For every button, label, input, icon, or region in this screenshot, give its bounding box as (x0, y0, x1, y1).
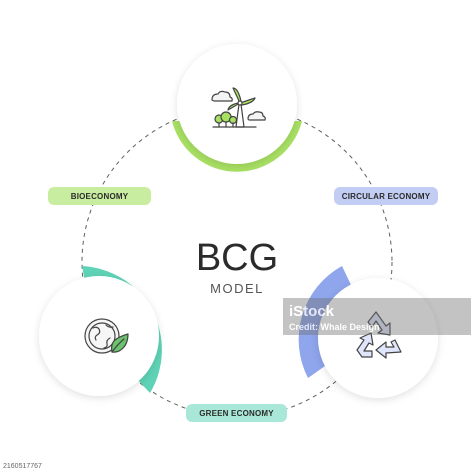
pill-circular-economy: CIRCULAR ECONOMY (334, 187, 438, 205)
node-bioeconomy (172, 44, 302, 172)
pill-green-economy-label: GREEN ECONOMY (199, 409, 274, 418)
pill-circular-economy-label: CIRCULAR ECONOMY (342, 192, 431, 201)
diagram-title: BCG (196, 237, 278, 279)
stock-id: 2160517767 (3, 463, 42, 470)
watermark-brand: iStock (289, 303, 335, 320)
windmill-trees-icon (211, 87, 266, 128)
globe-leaf-icon (84, 318, 129, 354)
recycle-icon (356, 311, 402, 359)
watermark-credit: Credit: Whale Design (289, 322, 380, 332)
bioeconomy-accent-arc (172, 121, 302, 172)
pill-bioeconomy-label: BIOECONOMY (71, 192, 129, 201)
node-circular-economy (298, 266, 438, 398)
diagram-subtitle: MODEL (210, 281, 264, 296)
node-green-economy (39, 266, 162, 396)
pill-green-economy: GREEN ECONOMY (186, 404, 287, 422)
pill-bioeconomy: BIOECONOMY (48, 187, 151, 205)
circular-economy-circle (318, 278, 438, 398)
istock-watermark: iStock Credit: Whale Design (283, 298, 471, 335)
